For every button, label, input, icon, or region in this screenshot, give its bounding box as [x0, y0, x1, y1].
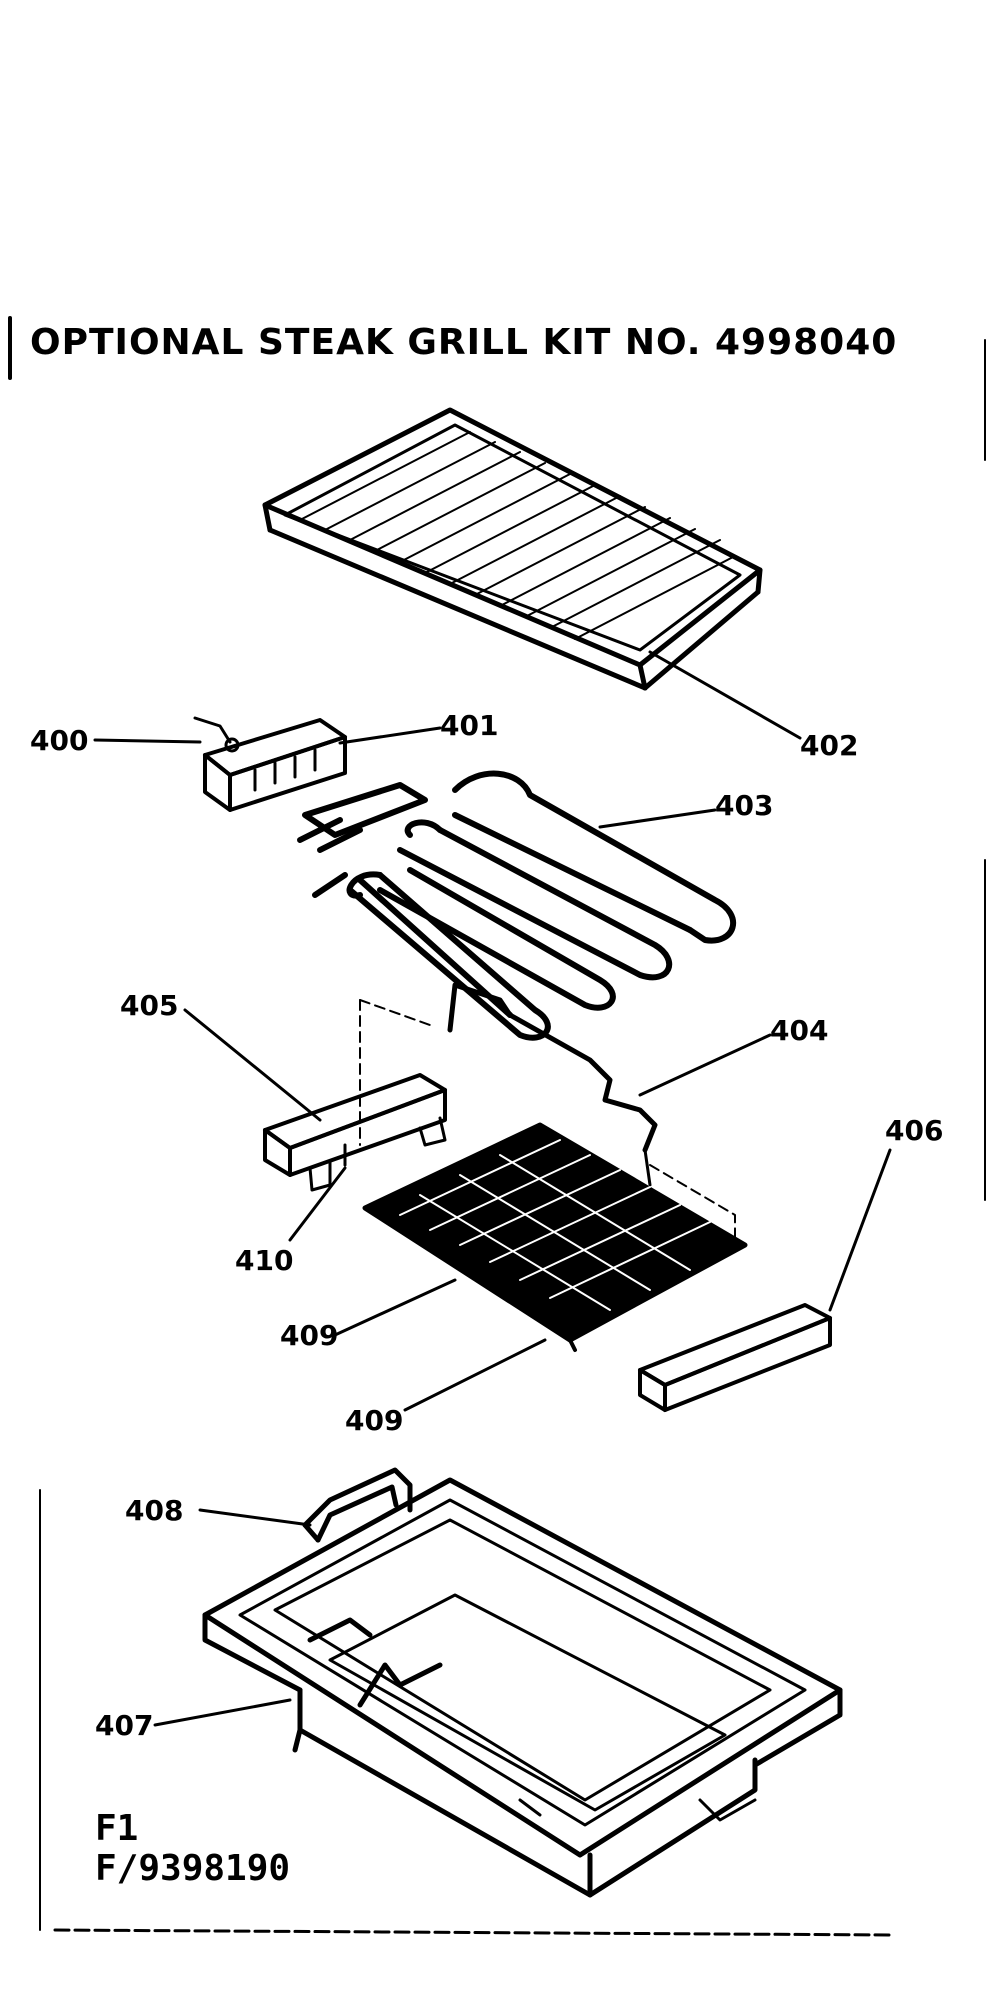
heating-element-403: [297, 770, 737, 1041]
handle-408: [302, 1467, 413, 1543]
callout-405: 405: [120, 989, 178, 1022]
callout-401: 401: [440, 709, 498, 742]
left-bracket-405: [263, 1073, 447, 1192]
callout-407: 407: [95, 1709, 153, 1742]
diagram-title: OPTIONAL STEAK GRILL KIT NO. 4998040: [30, 322, 898, 363]
callout-402: 402: [800, 729, 858, 762]
callout-400: 400: [30, 724, 88, 757]
callout-406: 406: [885, 1114, 943, 1147]
callout-409: 409: [280, 1319, 338, 1352]
figure-number: F/9398190: [95, 1848, 291, 1889]
grill-grate-409: [362, 1122, 748, 1352]
grill-plate-402: [262, 407, 763, 691]
drip-pan-407: [202, 1477, 843, 1898]
callout-408: 408: [125, 1494, 183, 1527]
figure-label: F1: [95, 1808, 139, 1849]
callout-404: 404: [770, 1014, 828, 1047]
callout-410: 410: [235, 1244, 293, 1277]
callout-409-second: 409: [345, 1404, 403, 1437]
leader-lines: [93, 650, 892, 1727]
terminal-block-401: [203, 718, 347, 812]
frame-lines: [8, 316, 986, 1937]
right-bracket-406: [638, 1303, 832, 1412]
callout-403: 403: [715, 789, 773, 822]
